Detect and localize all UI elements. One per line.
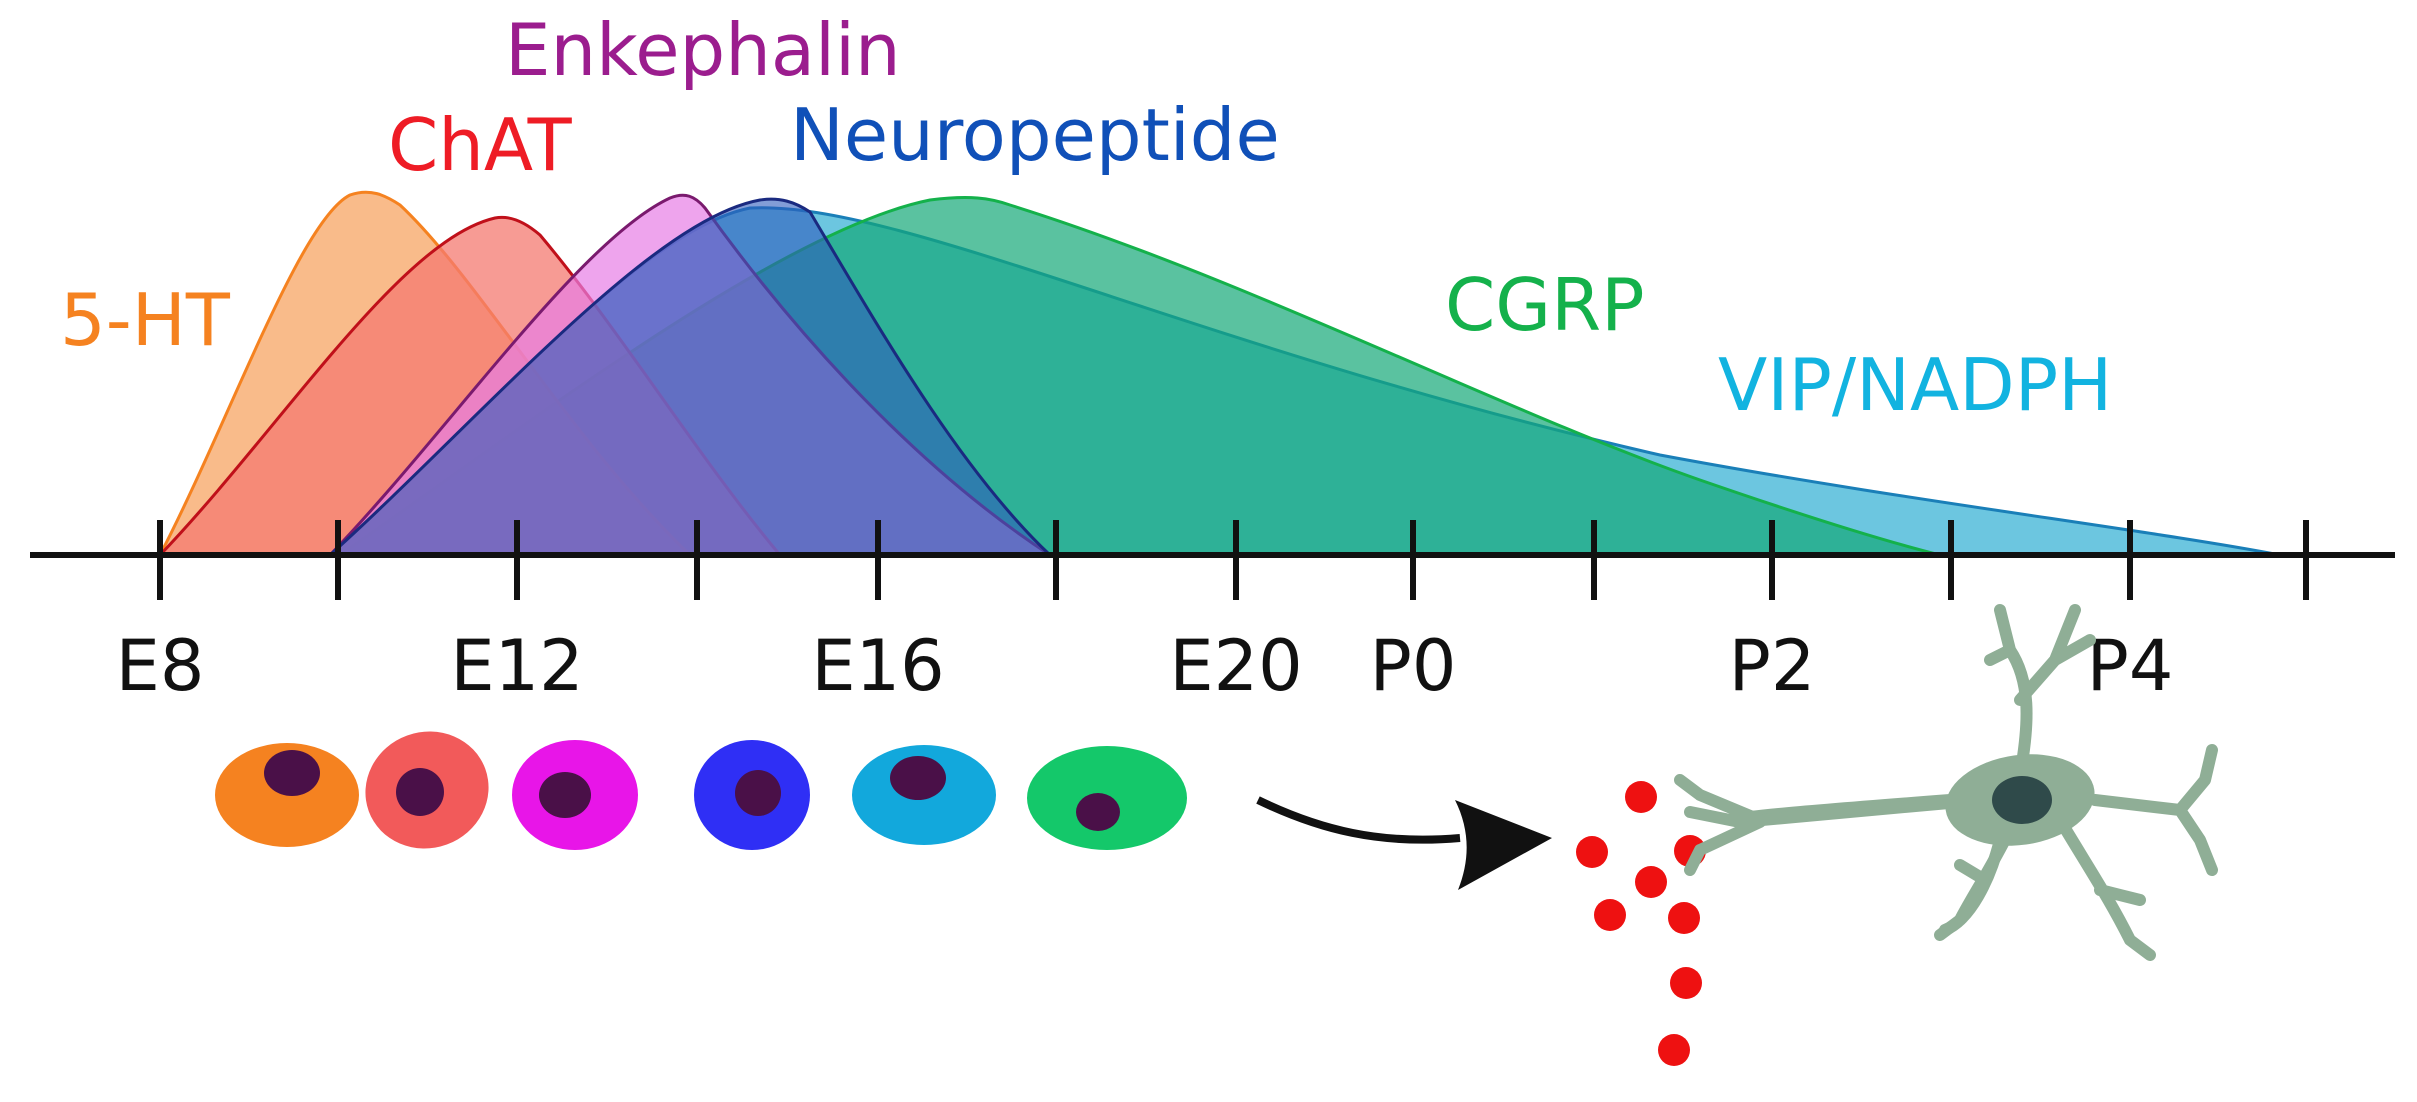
secretion-dot (1658, 1034, 1690, 1066)
label-cgrp: CGRP (1445, 263, 1645, 347)
dendrite (1939, 834, 2006, 936)
tick-label-e16: E16 (811, 625, 944, 707)
neuron-nucleus (1992, 776, 2052, 824)
curve-labels: 5-HT ChAT Enkephalin Neuropeptide CGRP V… (60, 8, 2112, 427)
axon-branch (1674, 774, 1766, 876)
secretion-dot (1625, 781, 1657, 813)
cell-vip-nadph (852, 745, 996, 845)
arrow-shaft (1256, 796, 1461, 844)
axon (1734, 796, 1966, 828)
label-neuropeptide: Neuropeptide (790, 93, 1280, 177)
cell-nucleus (735, 770, 781, 816)
cell-enkephalin (512, 740, 638, 850)
secretion-dot (1594, 899, 1626, 931)
tick-label-p4: P4 (2087, 625, 2174, 707)
arrow-head (1455, 800, 1552, 890)
dendrite (2089, 744, 2218, 876)
mature-neuron (1674, 604, 2218, 961)
neuropeptide-curve (326, 197, 1054, 557)
neuron-soma-group (1945, 754, 2095, 846)
dendrite (2054, 814, 2156, 961)
arrow (1256, 796, 1552, 890)
tick-label-e20: E20 (1169, 625, 1302, 707)
label-5ht: 5-HT (60, 278, 231, 362)
cell-5ht (215, 743, 359, 847)
secretion-dot (1668, 902, 1700, 934)
dendrite (1984, 604, 2096, 781)
cell-chat (365, 731, 489, 849)
tick-label-p0: P0 (1370, 625, 1457, 707)
label-vip-nadph: VIP/NADPH (1718, 343, 2112, 427)
timeline-axis: E8 E12 E16 E20 P0 P2 P4 (30, 520, 2395, 707)
cell-nucleus (396, 768, 444, 816)
cell-neuropeptide (694, 740, 810, 850)
cell-nucleus (539, 772, 591, 818)
label-chat: ChAT (388, 103, 573, 187)
secretion-dots (1576, 781, 1706, 1066)
cell-nucleus (1076, 793, 1120, 831)
axis-ticks (157, 520, 2309, 600)
tick-label-e8: E8 (116, 625, 205, 707)
tick-label-p2: P2 (1729, 625, 1816, 707)
cell-nucleus (264, 750, 320, 796)
tick-label-e12: E12 (450, 625, 583, 707)
secretion-dot (1576, 836, 1608, 868)
secretion-dot (1635, 866, 1667, 898)
cell-nucleus (890, 756, 946, 800)
label-enkephalin: Enkephalin (505, 8, 901, 92)
cell-cgrp (1027, 746, 1187, 850)
precursor-cells (215, 731, 1187, 850)
secretion-dot (1670, 967, 1702, 999)
expression-curves (156, 190, 2281, 557)
